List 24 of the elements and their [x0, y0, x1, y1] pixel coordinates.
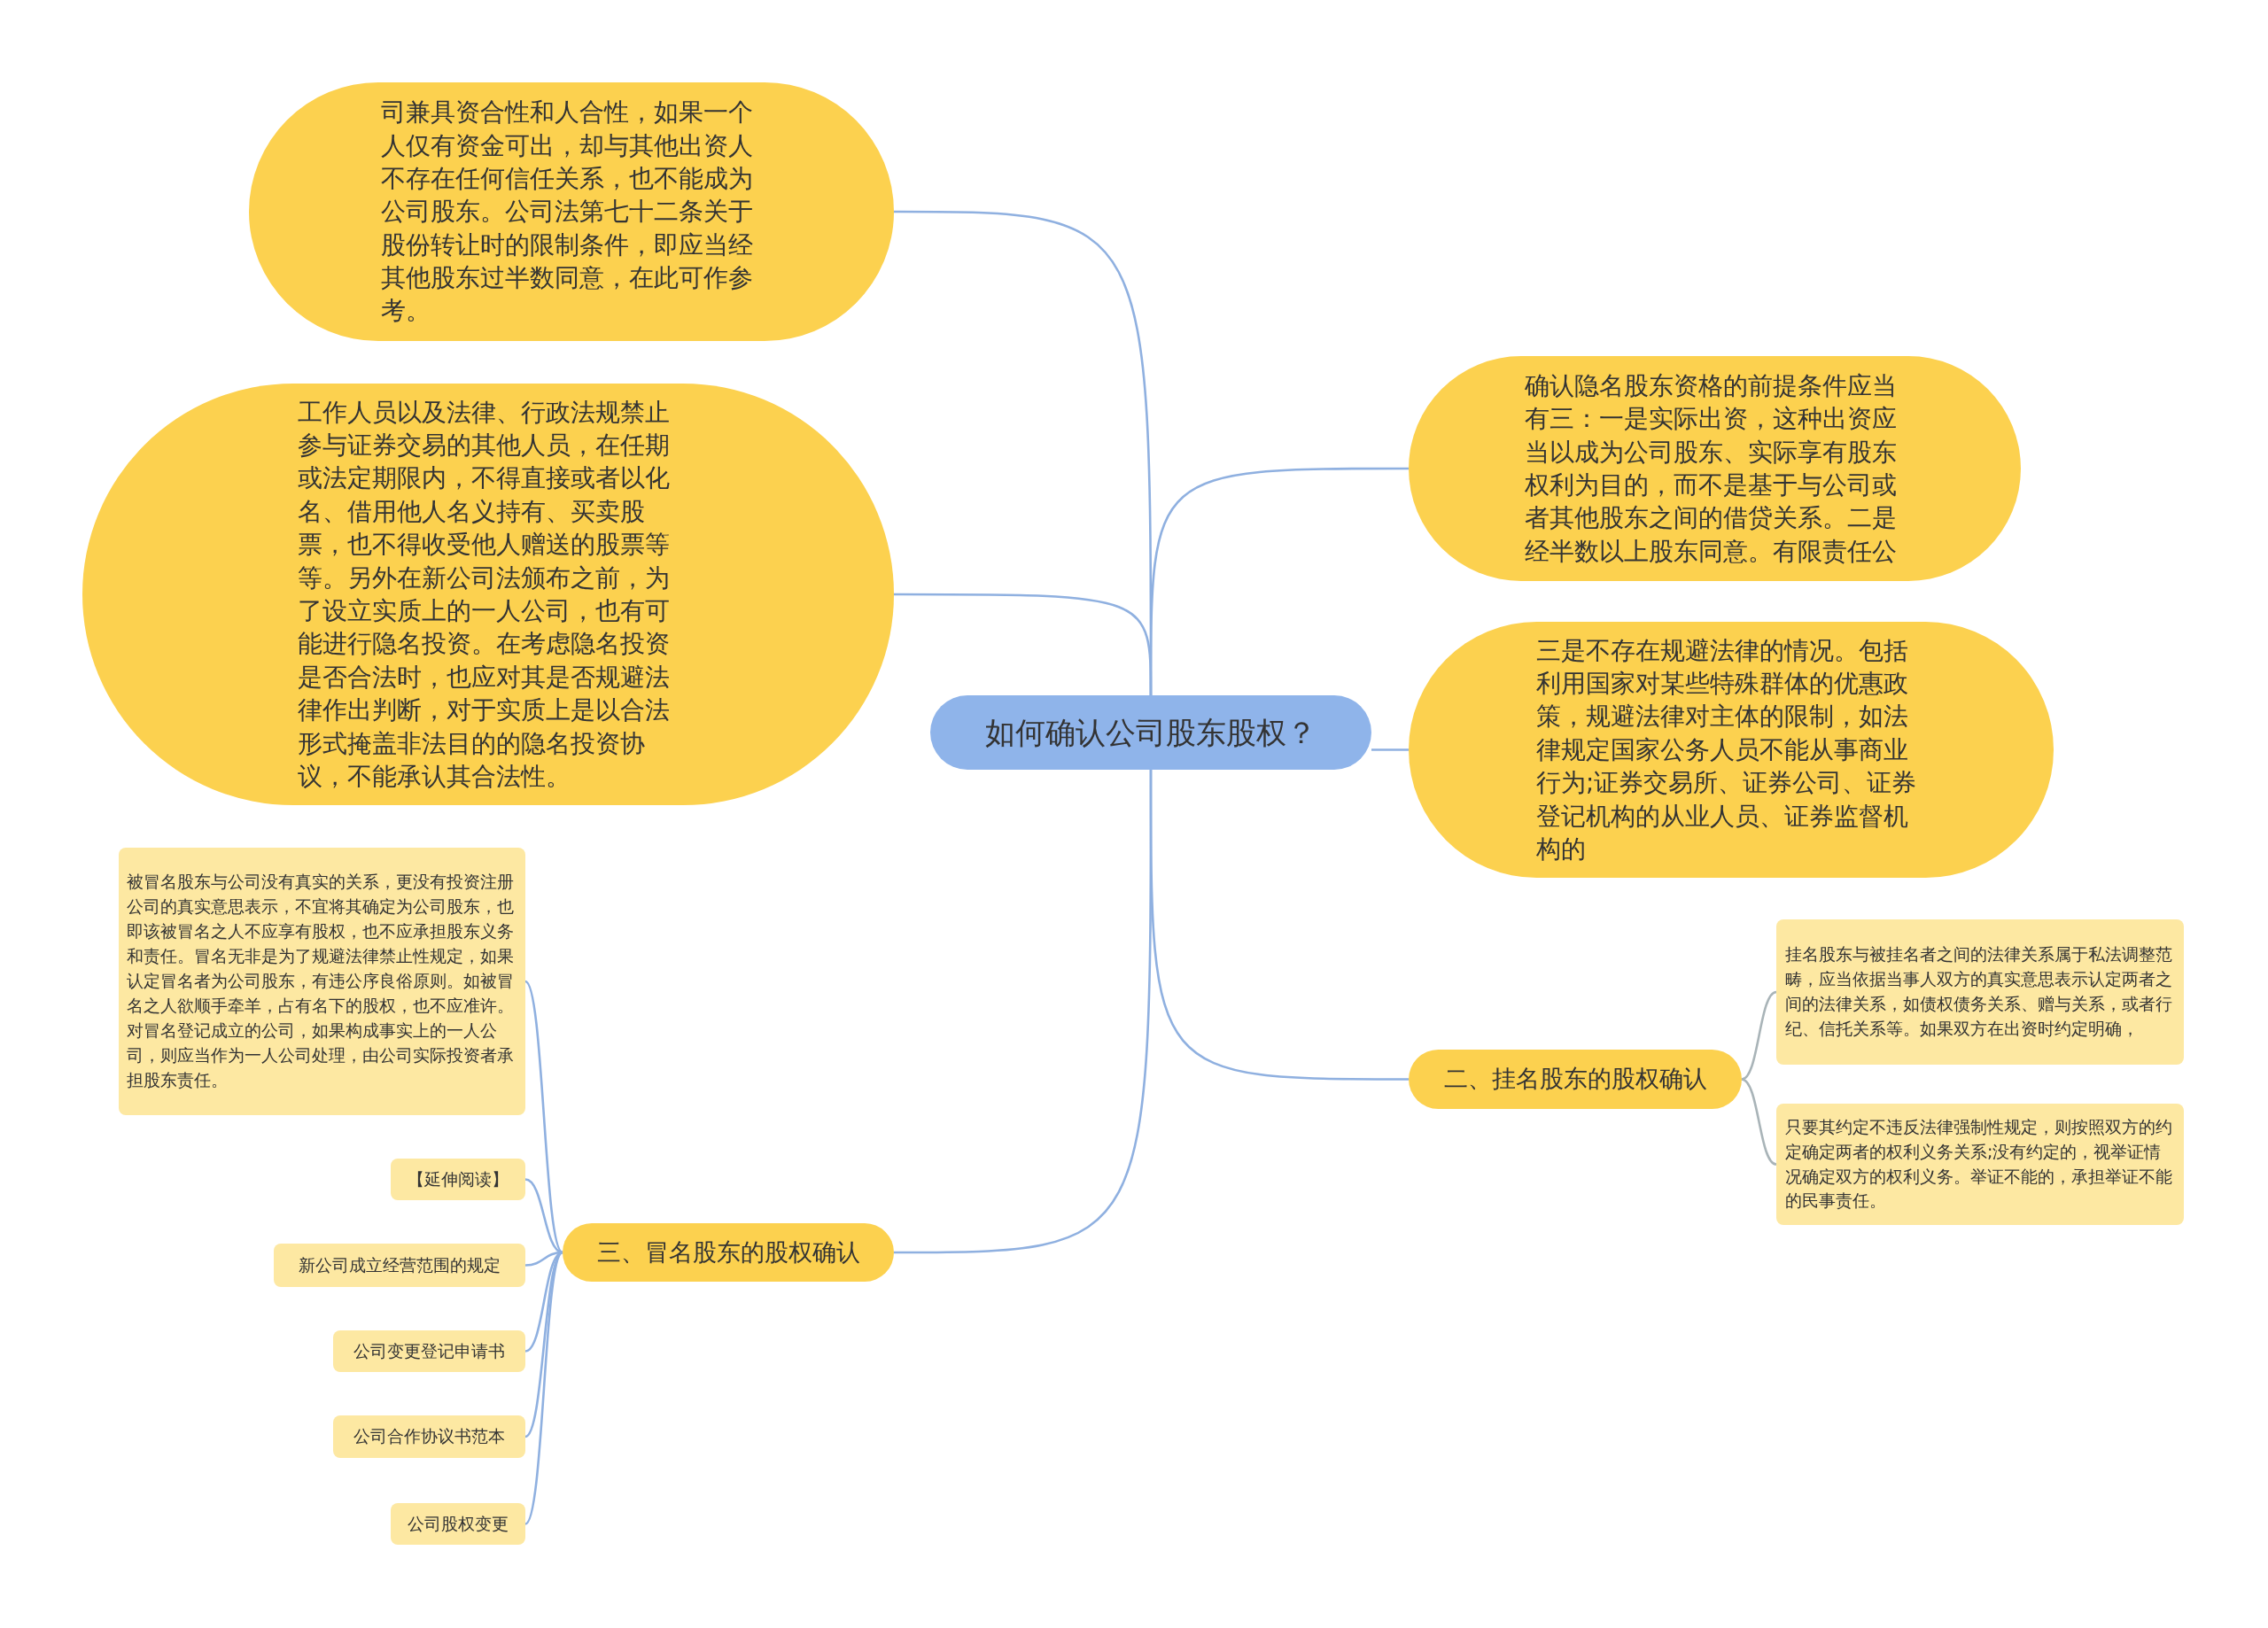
connector-line [1741, 990, 1777, 1081]
branch-topic: 二、挂名股东的股权确认 [1409, 1050, 1742, 1109]
note-box: 挂名股东与被挂名者之间的法律关系属于私法调整范畴，应当依据当事人双方的真实意思表示认定两者之间的法律关系，如债权债务关系、赠与关系，或者行纪、信托关系等。如果双方在出资时约定明确， [1776, 919, 2184, 1065]
text-bubble: 三是不存在规避法律的情况。包括利用国家对某些特殊群体的优惠政策，规避法律对主体的限制，如法律规定国家公务人员不能从事商业行为;证券交易所、证券公司、证券登记机构的从业人员、证券监督机构的 [1409, 622, 2054, 878]
note-box: 被冒名股东与公司没有真实的关系，更没有投资注册公司的真实意思表示，不宜将其确定为公司股东，也即该被冒名之人不应享有股权，也不应承担股东义务和责任。冒名无非是为了规避法律禁止性规定，如果认定冒名者为公司股东，有违公序良俗原则。如被冒名之人欲顺手牵羊，占有名下的股权，也不应准许。对冒名登记成立的公司，如果构成事实上的一人公司，则应当作为一人公司处理，由公司实际投资者承担股东责任。 [119, 848, 525, 1115]
central-topic: 如何确认公司股东股权？ [930, 695, 1371, 770]
note-box: 新公司成立经营范围的规定 [274, 1244, 525, 1287]
note-box: 公司变更登记申请书 [333, 1330, 525, 1372]
connector-line [524, 1252, 563, 1525]
connector-line [524, 1251, 563, 1353]
note-box: 公司股权变更 [391, 1503, 525, 1545]
text-bubble: 确认隐名股东资格的前提条件应当有三：一是实际出资，这种出资应当以成为公司股东、实际享有股东权利为目的，而不是基于与公司或者其他股东之间的借贷关系。二是经半数以上股东同意。有限责任公 [1409, 356, 2021, 581]
note-box: 公司合作协议书范本 [333, 1415, 525, 1458]
connector-line [524, 981, 563, 1253]
connector-line [894, 770, 1153, 1254]
connector-line [1149, 467, 1409, 695]
branch-topic: 三、冒名股东的股权确认 [563, 1223, 894, 1282]
connector-line [1741, 1078, 1777, 1166]
note-box: 【延伸阅读】 [391, 1159, 525, 1200]
text-bubble: 司兼具资合性和人合性，如果一个人仅有资金可出，却与其他出资人不存在任何信任关系，也不能成为公司股东。公司法第七十二条关于股份转让时的限制条件，即应当经其他股东过半数同意，在此可作参考。 [249, 82, 894, 341]
note-box: 只要其约定不违反法律强制性规定，则按照双方的约定确定两者的权利义务关系;没有约定的，视举证情况确定双方的权利义务。举证不能的，承担举证不能的民事责任。 [1776, 1104, 2184, 1225]
text-bubble: 工作人员以及法律、行政法规禁止参与证券交易的其他人员，在任期或法定期限内，不得直接或者以化名、借用他人名义持有、买卖股票，也不得收受他人赠送的股票等等。另外在新公司法颁布之前，为了设立实质上的一人公司，也有可能进行隐名投资。在考虑隐名投资是否合法时，也应对其是否规避法律作出判断，对于实质上是以合法形式掩盖非法目的的隐名投资协议，不能承认其合法性。 [82, 384, 894, 805]
connector-line [524, 1178, 563, 1254]
connector-line [1371, 748, 1409, 751]
